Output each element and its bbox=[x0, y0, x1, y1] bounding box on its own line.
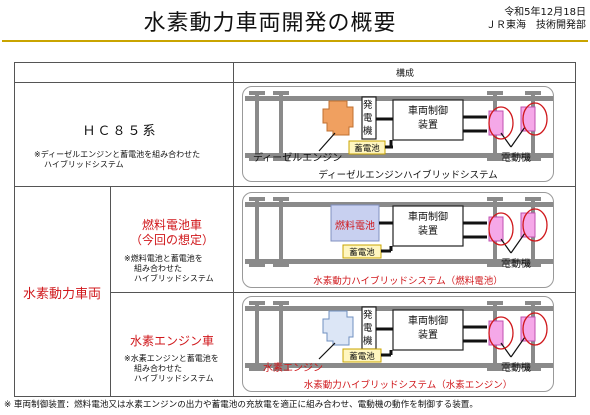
caption-he: 水素動力ハイブリッドシステム（水素エンジン） bbox=[303, 380, 513, 391]
row-fc-note: ※燃料電池と蓄電池を 組み合わせた ハイブリッドシステム bbox=[124, 254, 234, 284]
engine-pointer bbox=[318, 132, 336, 152]
rail-top bbox=[245, 306, 553, 311]
engine-label: ディーゼルエンジン bbox=[253, 153, 343, 164]
motor-pointer bbox=[500, 132, 512, 148]
diesel-engine-shape bbox=[322, 100, 354, 136]
motor-pointer bbox=[510, 336, 526, 358]
rotation-arc bbox=[522, 312, 548, 346]
controller-box bbox=[392, 309, 464, 351]
row-he-note: ※水素エンジンと蓄電池を 組み合わせた ハイブリッドシステム bbox=[124, 354, 234, 384]
caption-fc: 水素動力ハイブリッドシステム（燃料電池） bbox=[313, 276, 503, 287]
motor-pointer bbox=[510, 126, 526, 148]
controller-label-line: 車両制御 bbox=[408, 106, 448, 117]
note-line: ハイブリッドシステム bbox=[134, 374, 214, 383]
comparison-table bbox=[14, 62, 576, 397]
motor-label: 電動機 bbox=[501, 363, 531, 374]
rotation-arc bbox=[488, 316, 514, 350]
controller-label-line: 装置 bbox=[418, 226, 438, 237]
engine-label: 水素エンジン bbox=[263, 363, 323, 374]
controller-label: 車両制御 装置 bbox=[393, 315, 463, 343]
motor-pointer bbox=[510, 232, 526, 254]
controller-label: 車両制御 装置 bbox=[393, 211, 463, 239]
header-meta: 令和5年12月18日 ＪＲ東海 技術開発部 bbox=[470, 6, 586, 32]
rotation-arc bbox=[488, 106, 514, 140]
fuel-cell-box bbox=[330, 204, 380, 242]
generator-label: 発電機 bbox=[363, 100, 373, 137]
row-fc-title: 燃料電池車 bbox=[141, 218, 202, 232]
grid-hline-header bbox=[14, 82, 576, 83]
rail-bottom bbox=[245, 363, 553, 368]
title-underline bbox=[2, 40, 588, 42]
controller-label: 車両制御 装置 bbox=[393, 105, 463, 133]
bogie-left bbox=[249, 301, 289, 371]
rail-top bbox=[245, 96, 553, 101]
motor-pointer bbox=[500, 342, 512, 358]
page-title: 水素動力車両開発の概要 bbox=[143, 11, 397, 36]
bogie-left bbox=[249, 197, 289, 267]
diagram-fc: 燃料電池 車両制御 装置 蓄電池 電動機 水素動力ハイブリッドシステム（燃料電池… bbox=[242, 192, 554, 288]
footnote: ※ 車両制御装置：燃料電池又は水素エンジンの出力や蓄電池の充放電を適正に組み合わ… bbox=[4, 400, 478, 410]
row-fc-name: 燃料電池車 （今回の想定） bbox=[112, 218, 232, 248]
grid-vline-main bbox=[233, 62, 234, 397]
generator-label: 発電機 bbox=[363, 310, 373, 347]
diagram-he: 発電機 車両制御 装置 蓄電池 水素エンジン 電動機 水素動力ハイブリッドシステ… bbox=[242, 296, 554, 392]
diagram-fc-svg bbox=[245, 197, 553, 267]
grid-hline-row1 bbox=[14, 186, 576, 187]
column-header: 構成 bbox=[395, 69, 414, 79]
row-fc-subtitle: （今回の想定） bbox=[129, 233, 214, 247]
grid-hline-row2 bbox=[110, 292, 576, 293]
row-hc85-name: ＨＣ８５系 bbox=[82, 124, 158, 139]
rail-bottom bbox=[245, 259, 553, 264]
battery-label: 蓄電池 bbox=[349, 248, 375, 258]
note-line: ※水素エンジンと蓄電池を bbox=[124, 354, 219, 363]
battery-label: 蓄電池 bbox=[349, 352, 375, 362]
org-text: ＪＲ東海 技術開発部 bbox=[486, 20, 586, 31]
rotation-arc bbox=[522, 102, 548, 136]
rail-top bbox=[245, 202, 553, 207]
caption-hc85: ディーゼルエンジンハイブリッドシステム bbox=[318, 170, 498, 181]
engine-pointer bbox=[318, 342, 336, 360]
rotation-arc bbox=[488, 212, 514, 246]
controller-label-line: 装置 bbox=[418, 120, 438, 131]
row-he-name: 水素エンジン車 bbox=[129, 334, 214, 348]
controller-box bbox=[392, 205, 464, 247]
note-line: 組み合わせた bbox=[134, 364, 182, 373]
controller-label-line: 装置 bbox=[418, 330, 438, 341]
diagram-hc85-svg bbox=[245, 91, 553, 161]
controller-box bbox=[392, 99, 464, 141]
row-hc85-note: ※ディーゼルエンジンと蓄電池を組み合わせた ハイブリッドシステム bbox=[34, 150, 234, 170]
date-text: 令和5年12月18日 bbox=[504, 7, 586, 18]
fuel-cell-label: 燃料電池 bbox=[335, 221, 375, 232]
note-line: ハイブリッドシステム bbox=[44, 160, 124, 169]
diagram-hc85: 発電機 車両制御 装置 蓄電池 ディーゼルエンジン 電動機 ディーゼルエンジンハ… bbox=[242, 86, 554, 182]
controller-label-line: 車両制御 bbox=[408, 212, 448, 223]
note-line: ※ディーゼルエンジンと蓄電池を組み合わせた bbox=[34, 150, 201, 159]
battery-label: 蓄電池 bbox=[354, 144, 380, 154]
note-line: 組み合わせた bbox=[134, 264, 182, 273]
note-line: ※燃料電池と蓄電池を bbox=[124, 254, 203, 263]
bogie-left bbox=[249, 91, 289, 161]
motor-label: 電動機 bbox=[501, 153, 531, 164]
group-label-hydrogen: 水素動力車両 bbox=[22, 287, 101, 302]
rotation-arc bbox=[522, 208, 548, 242]
motor-pointer bbox=[500, 238, 512, 254]
note-line: ハイブリッドシステム bbox=[134, 274, 214, 283]
diagram-he-svg bbox=[245, 301, 553, 371]
motor-label: 電動機 bbox=[501, 259, 531, 270]
rail-bottom bbox=[245, 153, 553, 158]
grid-vline-group bbox=[110, 186, 111, 397]
hydrogen-engine-shape bbox=[322, 310, 354, 346]
controller-label-line: 車両制御 bbox=[408, 316, 448, 327]
